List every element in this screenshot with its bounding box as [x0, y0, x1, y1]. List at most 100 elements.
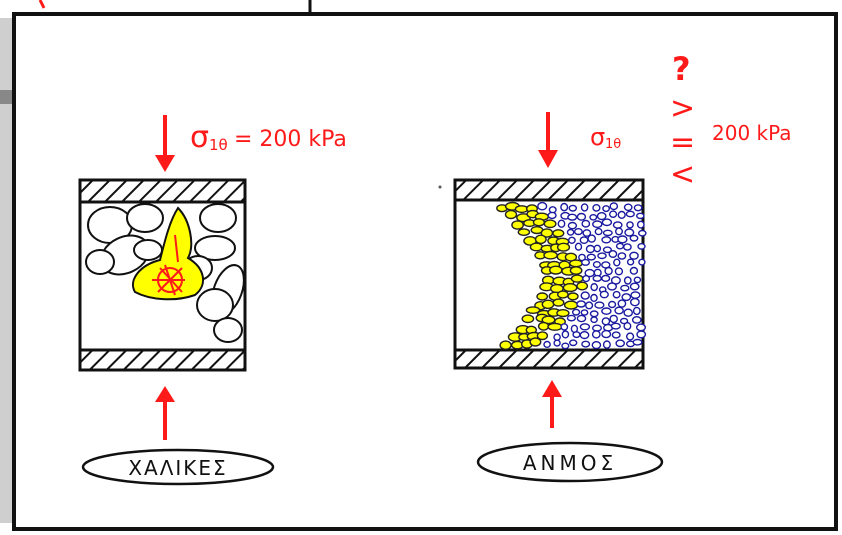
sand-grain — [584, 301, 594, 310]
sand-grain — [571, 308, 581, 316]
sand-grain — [601, 307, 612, 315]
sand-grain — [560, 202, 569, 212]
sand-grain — [580, 309, 589, 316]
sand-grain — [566, 314, 577, 322]
sand-grain — [623, 203, 633, 212]
sand-grain — [581, 340, 591, 348]
sand-grain — [576, 300, 586, 308]
sand-grain — [580, 291, 590, 300]
sand-grain — [599, 290, 609, 299]
sand-grain — [604, 266, 613, 276]
sand-grain — [592, 274, 602, 282]
highlighted-sand-grain — [536, 331, 549, 341]
sand-grain — [608, 249, 618, 258]
gravel-label: ΧΑΛΙΚΕΣ — [128, 456, 227, 480]
sand-grain — [629, 282, 640, 291]
sand-label: ΑΝΜΟΣ — [523, 451, 617, 475]
gravel-label-oval — [81, 448, 275, 486]
highlighted-gravel-stone — [132, 206, 204, 301]
highlighted-sand-grain — [534, 234, 547, 245]
sand-grain — [586, 253, 596, 261]
sand-grain — [567, 221, 578, 230]
sand-grain — [625, 210, 635, 218]
highlighted-sand-grain — [569, 259, 584, 268]
sand-grain — [615, 339, 626, 348]
highlighted-sand-grain — [525, 306, 541, 314]
highlighted-sand-grain — [567, 292, 579, 301]
sand-grain — [561, 330, 570, 339]
sand-grain — [582, 229, 592, 237]
sand-grain — [543, 340, 551, 349]
panel-border — [12, 12, 838, 531]
sand-grain — [579, 236, 589, 245]
highlighted-sand-grain — [536, 292, 549, 301]
contact-stress-marks — [152, 234, 185, 296]
bottom-arrow-left — [155, 386, 175, 440]
sand-grain — [636, 212, 645, 220]
sand-grain — [607, 300, 617, 309]
sand-grain — [631, 315, 642, 324]
sand-label-oval — [476, 441, 664, 483]
sand-grain — [637, 242, 646, 250]
highlighted-sand-grain — [529, 337, 542, 347]
greater-than-symbol: > — [670, 91, 695, 126]
highlighted-sand-grain — [543, 250, 558, 260]
sand-grain — [566, 228, 575, 236]
sand-grain — [626, 221, 634, 229]
bottom-arrow-right — [542, 380, 562, 428]
sand-grain — [587, 234, 597, 243]
equal-symbol: = — [670, 125, 695, 160]
sand-grain — [594, 227, 603, 236]
sand-grain — [592, 261, 602, 269]
sand-grain — [633, 276, 642, 284]
sand-grain — [621, 293, 632, 302]
sand-grain — [592, 324, 603, 332]
bottom-plate-left — [78, 348, 247, 372]
sand-grain — [632, 306, 641, 316]
sand-grain — [610, 322, 621, 330]
sand-grain — [585, 244, 596, 254]
gravel-stones — [85, 203, 245, 343]
highlighted-sand-grain — [569, 266, 583, 275]
stress-symbol: σ — [590, 123, 605, 151]
stress-subscript: 1θ — [209, 136, 228, 154]
highlighted-sand-grain — [563, 300, 579, 310]
highlighted-sand-grain — [570, 274, 584, 283]
sand-grain — [607, 282, 618, 291]
highlighted-sand-grain — [543, 219, 557, 229]
sand-grain — [560, 323, 569, 331]
highlighted-sand-grain — [556, 309, 570, 318]
sand-grain — [623, 322, 632, 331]
sand-grain — [591, 341, 602, 350]
sand-grain — [579, 323, 591, 331]
sand-grain — [597, 252, 607, 260]
sand-grain — [638, 229, 647, 237]
sand-grain — [591, 330, 601, 339]
sand-grain — [547, 211, 557, 220]
question-mark: ? — [672, 50, 691, 88]
bottom-plate-right — [453, 348, 645, 370]
sand-grain — [629, 251, 639, 260]
sand-grain — [620, 284, 630, 292]
sand-grain — [612, 290, 621, 299]
sand-grain — [593, 244, 602, 253]
sand-grain — [617, 299, 627, 308]
sand-grain — [617, 210, 626, 220]
highlighted-sand-grain — [504, 209, 518, 220]
highlighted-sand-grain — [552, 298, 565, 307]
highlighted-sand-grain — [576, 281, 589, 291]
sand-grain — [623, 243, 632, 251]
top-arrow-left — [155, 115, 175, 172]
sand-grain — [601, 236, 612, 244]
sand-grain — [601, 274, 611, 283]
sand-grain — [553, 333, 561, 342]
sand-grain — [594, 301, 605, 309]
sand-grain — [614, 267, 624, 276]
sand-grain — [589, 310, 599, 318]
sand-grain — [568, 204, 577, 212]
sand-grain — [582, 275, 591, 283]
sand-sample: σ 1θ ? > = < 200 kPa ΑΝΜΟΣ — [453, 50, 792, 483]
sand-grain — [633, 204, 643, 212]
sand-grain — [596, 212, 607, 221]
